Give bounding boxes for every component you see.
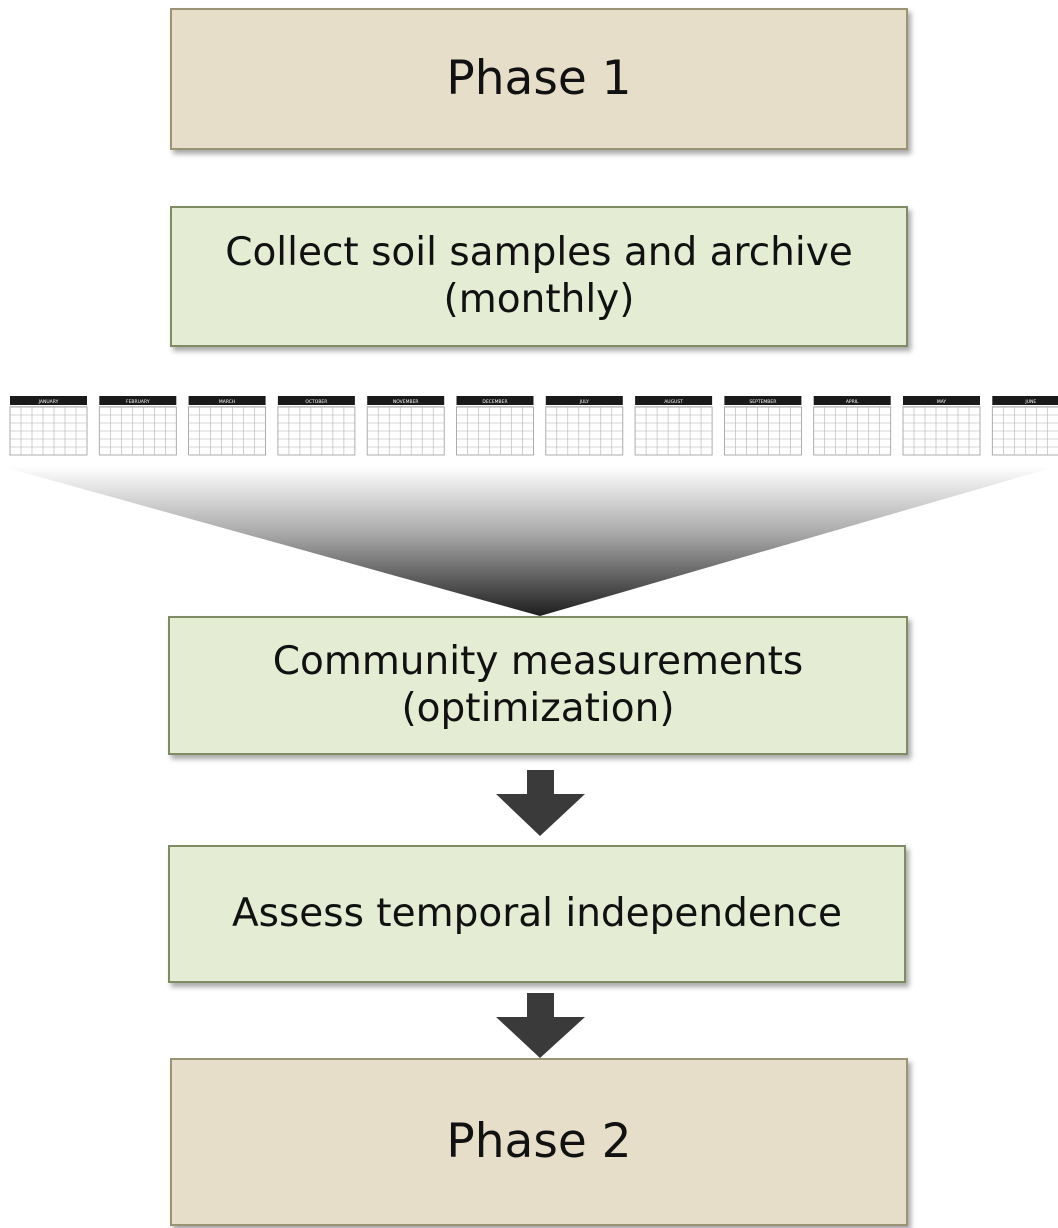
calendar-month-label: JUNE — [1024, 399, 1036, 405]
collect-samples-line1: Collect soil samples and archive — [225, 229, 853, 275]
calendar-strip: JANUARY FEBRUARY MARCH OCTOBER NOVEMBER DECEM… — [9, 396, 1058, 456]
calendar-month-label: MAY — [937, 399, 947, 405]
calendar-icon: MAY — [902, 396, 981, 456]
calendar-month-label: JANUARY — [38, 399, 59, 405]
phase-2-box: Phase 2 — [170, 1058, 908, 1226]
collect-samples-box: Collect soil samples and archive (monthl… — [170, 206, 908, 347]
funnel-shape — [0, 466, 1058, 616]
calendar-month-label: JULY — [579, 399, 590, 405]
calendar-month-label: DECEMBER — [482, 399, 507, 405]
calendar-icon: AUGUST — [634, 396, 713, 456]
phase-2-label: Phase 2 — [446, 1113, 632, 1169]
calendar-month-label: APRIL — [846, 399, 859, 405]
calendar-month-label: AUGUST — [664, 399, 683, 405]
community-measurements-line2: (optimization) — [401, 685, 675, 731]
calendar-icon: DECEMBER — [456, 396, 534, 456]
calendar-month-label: NOVEMBER — [393, 399, 419, 405]
assess-independence-label: Assess temporal independence — [231, 890, 843, 936]
calendar-icon: FEBRUARY — [98, 396, 177, 456]
calendar-month-label: OCTOBER — [305, 399, 327, 405]
calendar-icon: APRIL — [813, 396, 892, 456]
calendar-month-label: MARCH — [219, 399, 235, 405]
calendar-month-label: SEPTEMBER — [749, 399, 776, 405]
calendar-icon: NOVEMBER — [366, 396, 445, 456]
calendar-icon: JANUARY — [9, 396, 88, 456]
community-measurements-line1: Community measurements — [272, 638, 804, 684]
calendar-icon: MARCH — [188, 396, 267, 456]
phase-1-label: Phase 1 — [446, 50, 632, 106]
calendar-icon: JULY — [545, 396, 624, 456]
community-measurements-box: Community measurements (optimization) — [168, 616, 908, 755]
phase-1-box: Phase 1 — [170, 8, 908, 150]
assess-independence-box: Assess temporal independence — [168, 845, 906, 983]
calendar-icon: OCTOBER — [277, 396, 356, 456]
collect-samples-line2: (monthly) — [443, 276, 635, 322]
calendar-month-label: FEBRUARY — [126, 399, 150, 405]
calendar-icon: JUNE — [991, 396, 1058, 456]
calendar-icon: SEPTEMBER — [724, 396, 802, 456]
